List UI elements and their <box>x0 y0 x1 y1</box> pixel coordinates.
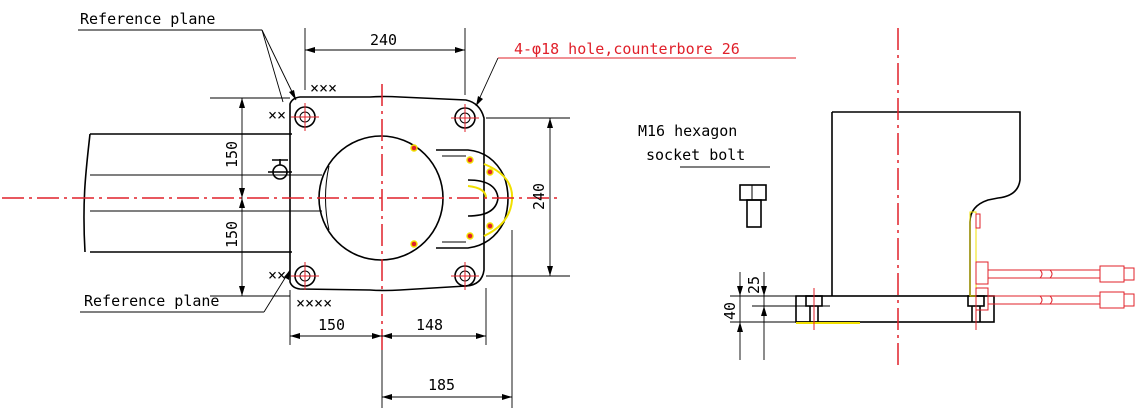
bolt-callout: M16 hexagon socket bolt <box>638 122 770 228</box>
marker-dot-4 <box>486 168 494 176</box>
base-flange <box>795 295 995 323</box>
reference-plane-top-label: Reference plane <box>80 10 215 28</box>
dim-left-upper: 150 <box>223 141 241 168</box>
mounting-hole-bottom-right <box>451 262 479 290</box>
dim-side-upper: 25 <box>745 276 763 294</box>
side-view: 25 40 <box>721 28 1135 366</box>
dim-bottom-overall: 185 <box>428 376 455 394</box>
hatch-side-top-mark: ×× <box>268 106 286 124</box>
marker-dot-1 <box>410 144 418 152</box>
top-view: 240 Reference plane ××× ×× 4-φ18 hole,co… <box>2 10 796 408</box>
dim-side-lower: 40 <box>721 302 739 320</box>
flange-bolt-left <box>805 288 823 330</box>
cable-connector-upper <box>975 261 1135 285</box>
marker-dot-2 <box>410 240 418 248</box>
arm-outline <box>83 133 292 253</box>
body-outline <box>832 111 1021 296</box>
marker-dot-3 <box>466 156 474 164</box>
brake-release-icon <box>268 159 292 180</box>
dim-top-width: 240 <box>370 31 397 49</box>
reference-plane-bottom-label: Reference plane <box>84 292 219 310</box>
mounting-hole-top-right <box>451 104 479 132</box>
cable-opening-inner-highlight <box>467 185 487 199</box>
dim-right-height: 240 <box>530 183 548 210</box>
bolt-note-line2: socket bolt <box>646 146 745 164</box>
hatch-side-bottom-mark: ×× <box>268 266 286 284</box>
dim-left-lower: 150 <box>223 221 241 248</box>
cable-connector-lower <box>975 287 1135 311</box>
hatch-bottom-mark: ×××× <box>296 294 332 312</box>
cable-opening-highlight <box>483 163 514 237</box>
socket-bolt-icon <box>739 184 767 228</box>
mounting-hole-top-left <box>291 103 319 131</box>
marker-dot-5 <box>466 232 474 240</box>
side-strip <box>969 211 977 297</box>
mounting-hole-bottom-left <box>291 262 319 290</box>
hole-note: 4-φ18 hole,counterbore 26 <box>514 40 740 58</box>
dim-bottom-right: 148 <box>416 316 443 334</box>
cable-cover-inner <box>442 155 466 243</box>
marker-dot-6 <box>486 222 494 230</box>
dim-bottom-left: 150 <box>318 316 345 334</box>
bolt-note-line1: M16 hexagon <box>638 122 737 140</box>
hatch-top-mark: ××× <box>310 79 337 97</box>
base-plate-outline <box>289 95 485 292</box>
